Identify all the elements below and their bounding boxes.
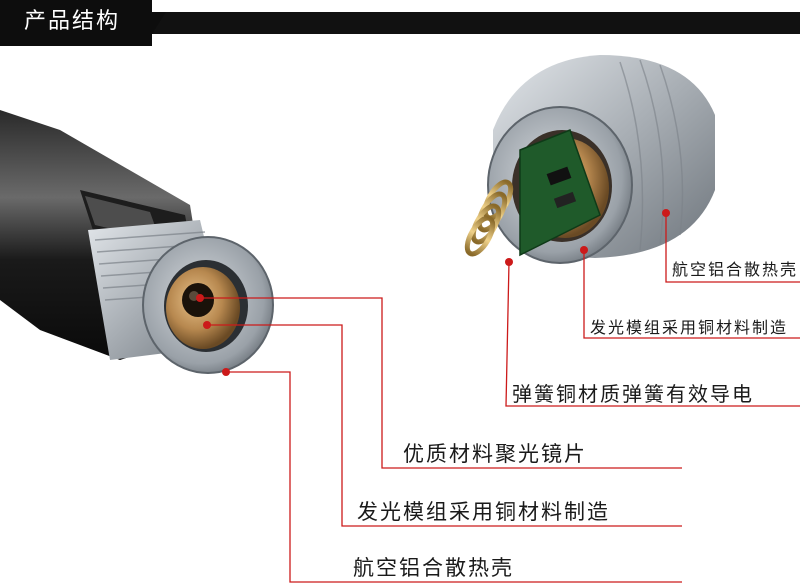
flashlight-head: [142, 236, 274, 374]
header-tab: 产品结构: [0, 0, 166, 46]
callout-focus-lens: 优质材料聚光镜片: [403, 442, 587, 466]
header-title: 产品结构: [24, 9, 121, 34]
callout-copper-module-left: 发光模组采用铜材料制造: [357, 500, 610, 524]
callout-copper-module-right: 发光模组采用铜材料制造: [590, 318, 789, 337]
laser-module: [487, 55, 715, 264]
header-bar: [0, 12, 800, 34]
callout-heat-shell-right: 航空铝合散热壳: [672, 260, 799, 279]
leader-lines-left: [196, 294, 682, 583]
leader-lines-right: [505, 209, 800, 407]
callout-spring-conductive: 弹簧铜材质弹簧有效导电: [512, 382, 754, 406]
callout-heat-shell-left: 航空铝合散热壳: [353, 556, 514, 580]
spring: [464, 179, 514, 257]
